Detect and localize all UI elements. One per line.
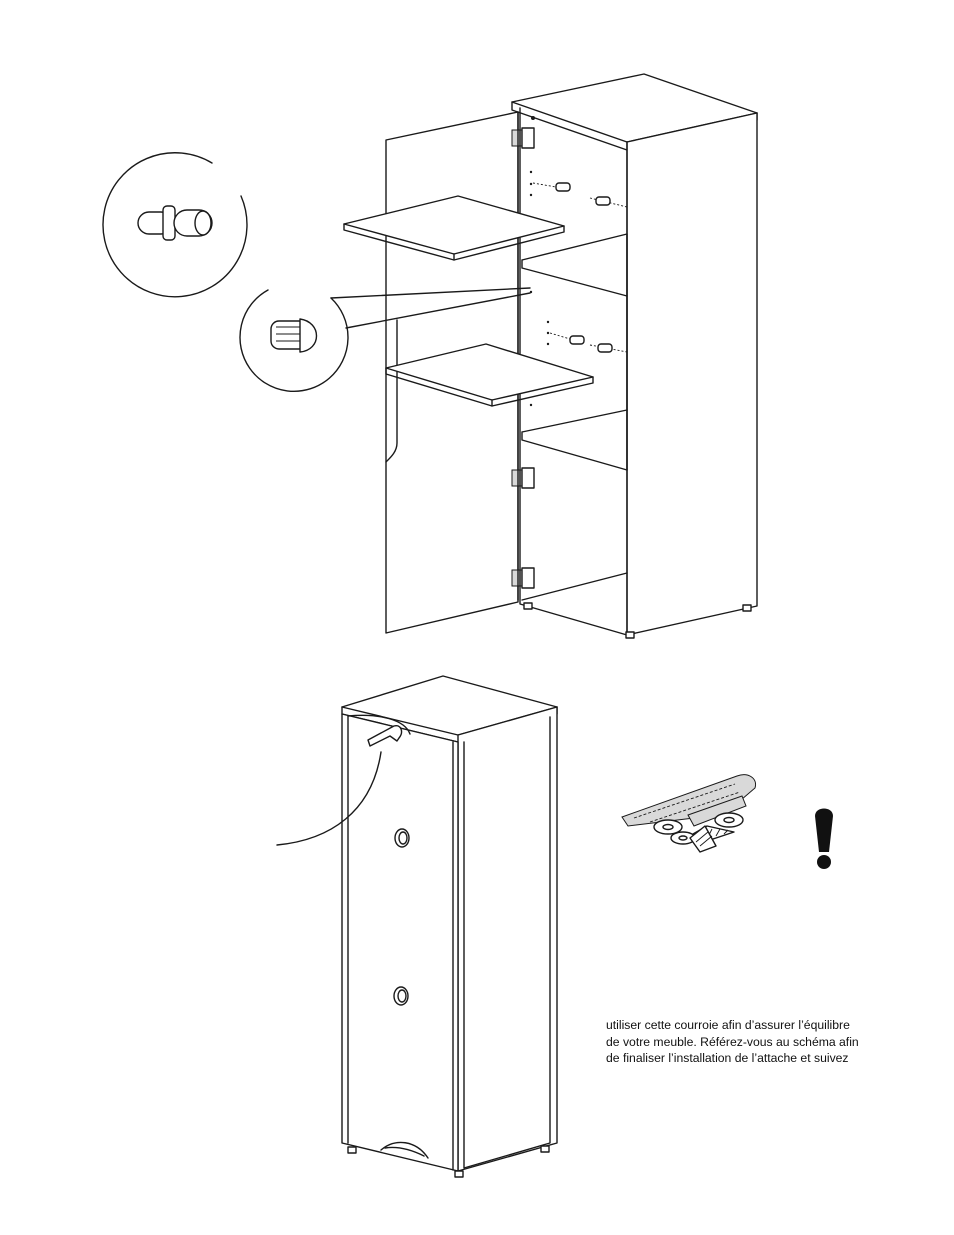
fixed-shelf-lower bbox=[522, 410, 627, 470]
screw-icon bbox=[690, 826, 734, 852]
shelf-pin-group-lower bbox=[550, 333, 627, 352]
open-cabinet-figure bbox=[103, 74, 757, 638]
cabinet-back-side bbox=[458, 707, 557, 1171]
door-hinge-middle bbox=[512, 468, 534, 488]
adjustable-shelf-upper bbox=[344, 196, 564, 260]
shelf-support-icon bbox=[271, 319, 317, 352]
closed-cabinet-figure bbox=[277, 676, 557, 1177]
cabinet-back-front bbox=[342, 714, 458, 1171]
instruction-line-2: de votre meuble. Référez-vous au schéma … bbox=[606, 1034, 906, 1051]
detail-callout-shelf-pin bbox=[103, 153, 247, 297]
shelf-pin-group-upper bbox=[533, 183, 627, 207]
cabinet-side-panel bbox=[627, 113, 757, 635]
fixed-shelf-upper bbox=[522, 234, 627, 296]
instruction-line-3: de finaliser l’installation de l’attache… bbox=[606, 1050, 906, 1067]
door-hinge-bottom bbox=[512, 568, 534, 588]
instruction-text: utiliser cette courroie afin d’assurer l… bbox=[606, 1017, 906, 1067]
shelf-pin-icon bbox=[138, 206, 212, 240]
exclamation-icon bbox=[815, 809, 833, 870]
back-hole-lower bbox=[394, 987, 408, 1005]
anti-tip-strap-kit-icon bbox=[622, 775, 756, 852]
instruction-line-1: utiliser cette courroie afin d’assurer l… bbox=[606, 1017, 906, 1034]
back-hole-upper bbox=[395, 829, 409, 847]
door-hinge-top bbox=[512, 128, 534, 148]
